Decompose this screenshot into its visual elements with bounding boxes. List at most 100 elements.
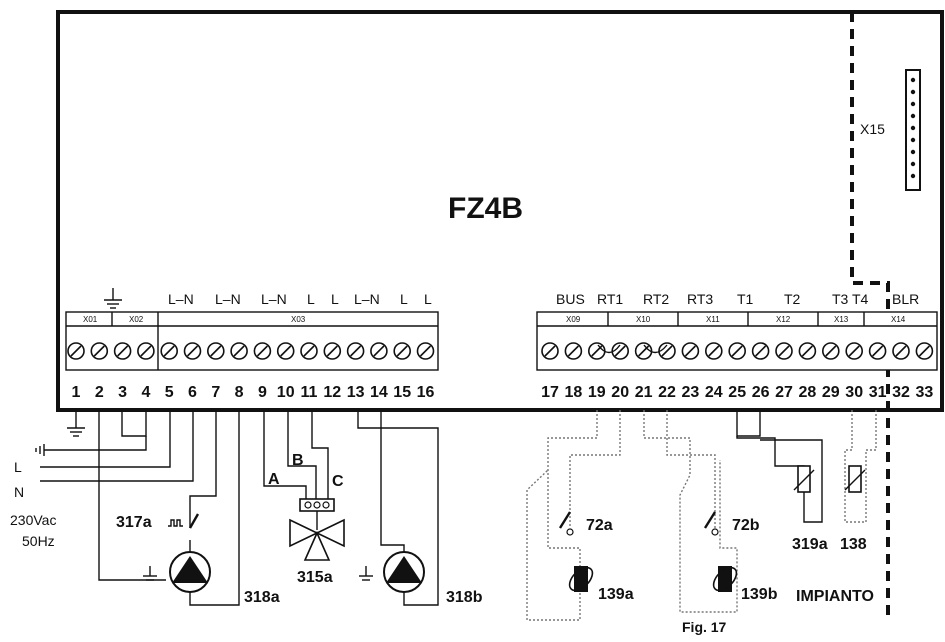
wire-ground-line <box>44 436 147 451</box>
wire-t14-318b <box>380 410 405 555</box>
terminal-number-30: 30 <box>845 384 863 401</box>
group-label-x02: X02 <box>129 315 144 324</box>
label-315a: 315a <box>297 569 333 586</box>
terminal-slot-13 <box>350 345 362 357</box>
terminal-number-3: 3 <box>118 384 127 401</box>
terminal-slot-22 <box>661 345 673 357</box>
top-label-11: L <box>307 291 315 307</box>
label-319a: 319a <box>792 536 828 553</box>
terminal-number-16: 16 <box>417 384 435 401</box>
terminal-slot-24 <box>708 345 720 357</box>
terminal-number-12: 12 <box>323 384 341 401</box>
terminal-number-18: 18 <box>565 384 583 401</box>
terminal-slot-32 <box>895 345 907 357</box>
terminal-slot-9 <box>256 345 268 357</box>
terminal-number-1: 1 <box>72 384 81 401</box>
group-label-x14: X14 <box>891 315 906 324</box>
remote-139b-icon <box>712 566 738 592</box>
terminal-slot-8 <box>233 345 245 357</box>
terminal-slot-12 <box>326 345 338 357</box>
terminal-slot-2 <box>93 345 105 357</box>
terminal-slot-26 <box>755 345 767 357</box>
terminal-number-14: 14 <box>370 384 388 401</box>
x15-pin <box>910 125 916 131</box>
terminal-slot-15 <box>396 345 408 357</box>
label-72b: 72b <box>732 517 760 534</box>
room-thermostat-72a-icon <box>558 511 574 536</box>
terminal-slot-30 <box>848 345 860 357</box>
terminal-number-23: 23 <box>682 384 700 401</box>
label-138: 138 <box>840 536 867 553</box>
group-label-x11: X11 <box>706 315 720 324</box>
sensor-319a-icon <box>793 465 815 493</box>
terminal-slot-5 <box>163 345 175 357</box>
group-label-x10: X10 <box>636 315 651 324</box>
top-label-rt1: RT1 <box>597 291 623 307</box>
terminal-number-11: 11 <box>301 384 318 401</box>
room-thermostat-72b-icon <box>703 511 719 536</box>
terminal-number-5: 5 <box>165 384 174 401</box>
terminal-number-4: 4 <box>141 384 150 401</box>
impianto-divider <box>850 12 890 620</box>
terminal-number-6: 6 <box>188 384 197 401</box>
top-label-t3: T3 <box>832 291 849 307</box>
terminal-slot-23 <box>684 345 696 357</box>
terminal-slot-20 <box>614 345 626 357</box>
terminal-slot-17 <box>544 345 556 357</box>
wire-t3-t4 <box>121 410 147 437</box>
group-label-x12: X12 <box>776 315 791 324</box>
terminal-number-13: 13 <box>347 384 365 401</box>
terminal-slot-16 <box>419 345 432 357</box>
x15-pin <box>910 161 916 167</box>
terminal-number-29: 29 <box>822 384 840 401</box>
pump-318b-icon <box>359 551 425 593</box>
terminal-slot-4 <box>140 345 152 357</box>
pump-318a-icon <box>143 551 211 593</box>
supply-n-label: N <box>14 484 24 500</box>
terminal-slot-18 <box>567 345 579 357</box>
terminal-strip-left: X01 X02 X03 <box>65 311 439 371</box>
top-label-12: L <box>331 291 339 307</box>
x15-pin <box>910 173 916 179</box>
terminal-number-21: 21 <box>635 384 653 401</box>
supply-voltage-label: 230Vac <box>10 512 56 528</box>
wire-valve-b <box>287 410 317 499</box>
x15-pin <box>910 149 916 155</box>
terminal-slot-7 <box>210 345 222 357</box>
top-label-t1: T1 <box>737 291 754 307</box>
terminal-slot-6 <box>186 345 199 357</box>
top-label-bus: BUS <box>556 291 585 307</box>
top-label-blr: BLR <box>892 291 919 307</box>
terminal-slot-25 <box>731 345 743 357</box>
top-label-rt2: RT2 <box>643 291 669 307</box>
group-label-x03: X03 <box>291 315 306 324</box>
wire-t13-318b <box>357 410 439 606</box>
wire-valve-a <box>263 410 307 499</box>
top-label-t4: T4 <box>852 291 869 307</box>
terminal-number-28: 28 <box>799 384 817 401</box>
terminal-slot-3 <box>117 345 129 357</box>
label-72a: 72a <box>586 517 613 534</box>
top-label-13-14: L–N <box>354 291 380 307</box>
terminal-slot-29 <box>825 345 837 357</box>
x15-pin <box>910 101 916 107</box>
terminal-number-27: 27 <box>775 384 793 401</box>
terminal-number-25: 25 <box>728 384 746 401</box>
top-label-5-6: L–N <box>168 291 194 307</box>
wire-sensor-138 <box>844 410 877 523</box>
terminal-slot-31 <box>872 345 884 357</box>
terminal-number-20: 20 <box>611 384 629 401</box>
label-317a: 317a <box>116 514 152 531</box>
wire-t1-pair <box>736 410 761 437</box>
terminal-number-17: 17 <box>541 384 559 401</box>
terminal-slot-28 <box>801 345 813 357</box>
wire-rt1-loop <box>526 410 598 621</box>
valve-315a-icon <box>289 498 345 561</box>
top-label-9-10: L–N <box>261 291 287 307</box>
terminal-slot-1 <box>70 345 82 357</box>
terminal-number-26: 26 <box>752 384 770 401</box>
terminal-slot-14 <box>373 345 385 357</box>
label-impianto: IMPIANTO <box>796 588 874 605</box>
terminal-number-10: 10 <box>277 384 295 401</box>
